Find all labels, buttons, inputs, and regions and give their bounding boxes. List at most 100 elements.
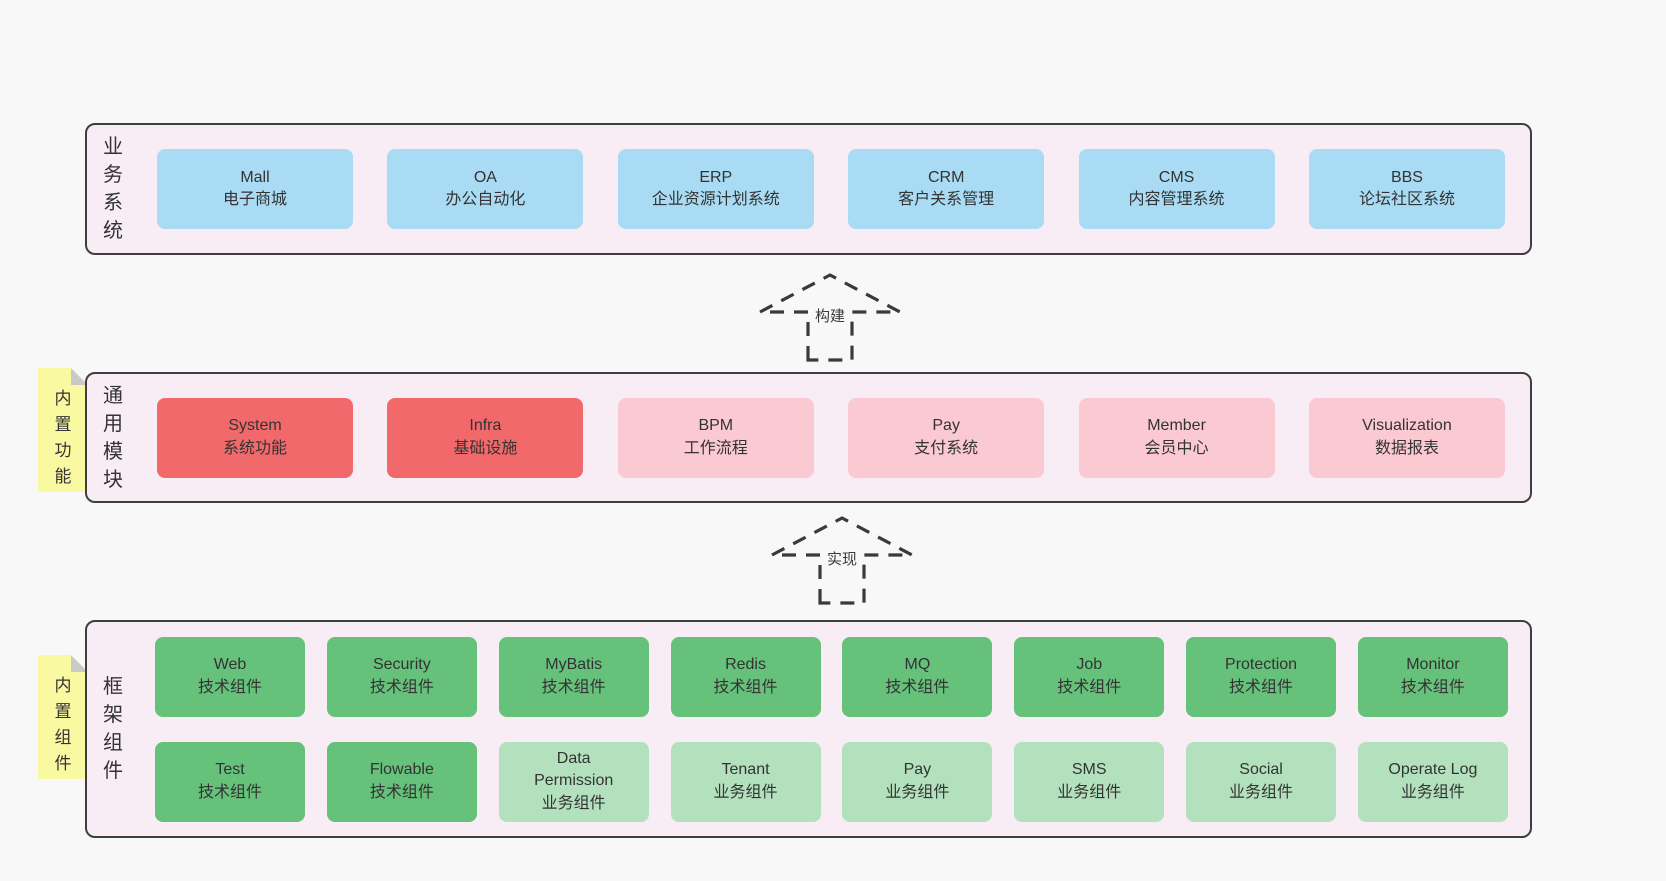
up-arrow-icon [771,516,913,605]
box-subtitle: 业务组件 [713,783,778,801]
box-title: CRM [927,168,965,186]
box-title: Data Permission [534,750,614,790]
box-tenant: Tenant 业务组件 [670,741,821,822]
section-business-label-column: 业务系统 [87,125,139,253]
box-mybatis: MyBatis 技术组件 [498,636,649,717]
box-subtitle: 技术组件 [885,678,950,696]
box-title: Web [213,656,247,674]
box-subtitle: 技术组件 [369,783,434,801]
box-protection: Protection 技术组件 [1186,636,1337,717]
box-title: MQ [904,656,931,674]
framework-row-2: Test 技术组件 Flowable 技术组件 Data Permission … [155,741,1508,822]
box-title: ERP [699,168,733,186]
up-arrow-icon [759,273,901,362]
box-system: System 系统功能 [157,397,353,478]
module-items: System 系统功能 Infra 基础设施 BPM 工作流程 Pay 支付系统… [139,374,1530,501]
box-oa: OA 办公自动化 [387,149,584,229]
section-modules-title: 通用模块 [103,384,123,491]
arrow-implement-label: 实现 [822,547,862,570]
box-web: Web 技术组件 [155,636,305,717]
box-title: Visualization [1362,417,1452,435]
box-title: Flowable [369,761,434,779]
box-subtitle: 办公自动化 [445,191,526,208]
box-bpm: BPM 工作流程 [617,397,814,478]
box-subtitle: 技术组件 [1057,678,1122,696]
business-items: Mall 电子商城 OA 办公自动化 ERP 企业资源计划系统 CRM 客户关系… [139,125,1530,253]
box-subtitle: 工作流程 [683,439,748,457]
box-subtitle: 业务组件 [541,794,606,812]
box-subtitle: 技术组件 [1400,678,1465,696]
box-pay-component: Pay 业务组件 [842,741,993,822]
box-subtitle: 企业资源计划系统 [651,191,780,208]
box-redis: Redis 技术组件 [670,636,821,717]
box-title: Test [215,761,245,779]
box-title: MyBatis [545,656,603,674]
section-modules-label-column: 通用模块 [87,374,139,501]
box-title: Security [372,656,431,674]
box-data-permission: Data Permission 业务组件 [498,741,649,822]
box-infra: Infra 基础设施 [387,397,584,478]
box-security: Security 技术组件 [326,636,477,717]
box-subtitle: 电子商城 [222,191,287,208]
box-title: CMS [1158,168,1195,186]
section-framework-title: 框架组件 [103,676,123,782]
box-title: SMS [1071,761,1107,779]
box-title: OA [473,168,497,186]
box-title: Job [1076,656,1103,674]
box-title: Mall [240,168,270,186]
box-subtitle: 业务组件 [1400,783,1465,801]
box-mq: MQ 技术组件 [842,636,993,717]
box-mall: Mall 电子商城 [157,149,353,229]
box-cms: CMS 内容管理系统 [1078,149,1275,229]
box-erp: ERP 企业资源计划系统 [617,149,814,229]
sticky-note-text: 内置组件 [54,676,72,773]
box-subtitle: 技术组件 [541,678,606,696]
box-subtitle: 技术组件 [713,678,778,696]
box-social: Social 业务组件 [1186,741,1337,822]
box-subtitle: 论坛社区系统 [1358,191,1455,208]
arrow-build-label: 构建 [810,304,850,327]
box-title: Redis [725,656,766,674]
box-subtitle: 系统功能 [222,439,287,457]
box-visualization: Visualization 数据报表 [1308,397,1505,478]
box-title: Tenant [721,761,770,779]
box-pay-system: Pay 支付系统 [848,397,1045,478]
box-subtitle: 会员中心 [1144,439,1209,457]
sticky-note-text: 内置功能 [54,389,72,486]
section-business-systems: 业务系统 Mall 电子商城 OA 办公自动化 ERP 企业资源计划系统 CRM… [85,123,1532,255]
box-subtitle: 数据报表 [1374,439,1439,457]
framework-rows: Web 技术组件 Security 技术组件 MyBatis 技术组件 Redi… [139,622,1530,836]
box-monitor: Monitor 技术组件 [1357,636,1508,717]
box-subtitle: 业务组件 [1229,783,1294,801]
box-title: Member [1147,417,1206,435]
box-subtitle: 业务组件 [885,783,950,801]
box-title: Social [1239,761,1283,779]
box-title: Infra [469,417,502,435]
arrow-implement: 实现 [767,513,917,605]
box-member: Member 会员中心 [1078,397,1275,478]
section-business-title: 业务系统 [103,136,123,242]
box-flowable: Flowable 技术组件 [326,741,477,822]
box-title: Protection [1225,656,1298,674]
section-framework-components: 框架组件 Web 技术组件 Security 技术组件 MyBatis 技术组件… [85,620,1532,838]
box-subtitle: 技术组件 [197,678,262,696]
box-subtitle: 客户关系管理 [898,191,995,208]
sticky-note-builtin-components: 内置组件 [38,655,88,779]
box-title: Pay [932,417,960,435]
sticky-note-builtin-functions: 内置功能 [38,368,88,492]
box-subtitle: 支付系统 [914,439,979,457]
box-sms: SMS 业务组件 [1014,741,1165,822]
box-subtitle: 技术组件 [197,783,262,801]
box-subtitle: 业务组件 [1057,783,1122,801]
section-common-modules: 通用模块 System 系统功能 Infra 基础设施 BPM 工作流程 Pay… [85,372,1532,503]
section-framework-label-column: 框架组件 [87,622,139,836]
arrow-build: 构建 [755,270,905,362]
box-subtitle: 内容管理系统 [1128,191,1225,208]
box-operate-log: Operate Log 业务组件 [1357,741,1508,822]
box-title: System [228,417,282,435]
box-title: Operate Log [1388,761,1478,779]
framework-row-1: Web 技术组件 Security 技术组件 MyBatis 技术组件 Redi… [155,636,1508,717]
box-title: BBS [1390,168,1423,186]
box-title: Pay [903,761,932,779]
box-test: Test 技术组件 [155,741,305,822]
